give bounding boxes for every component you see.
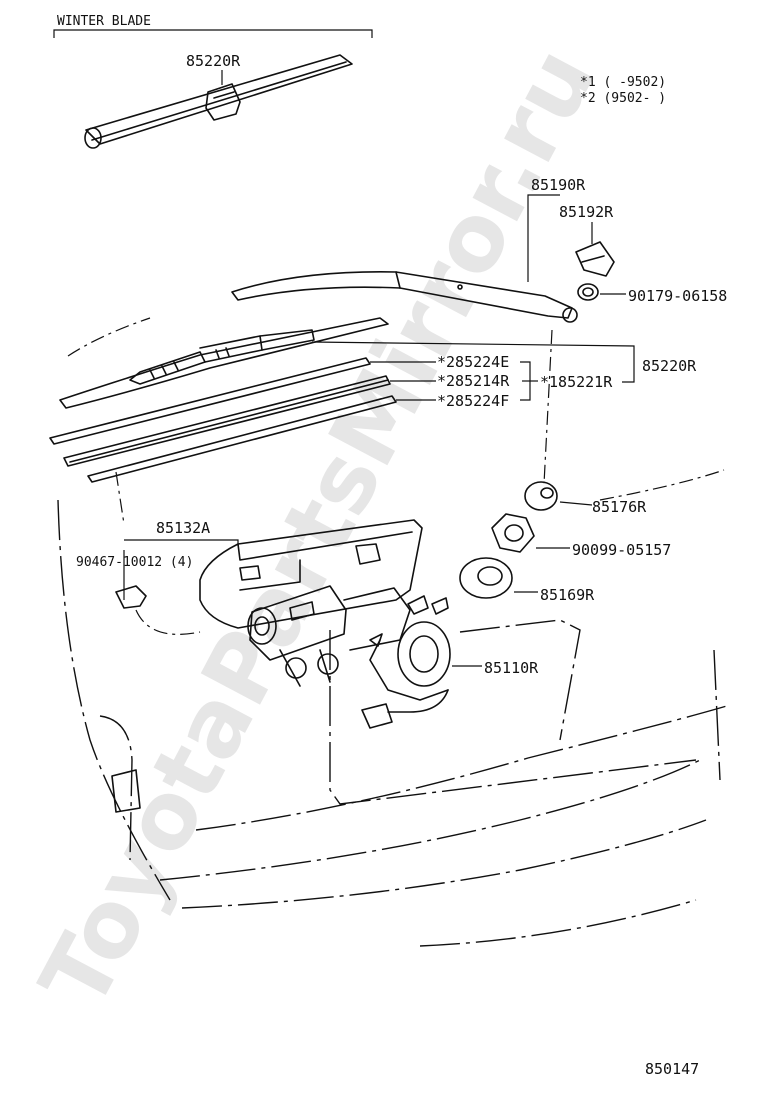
blade-rubber-strips xyxy=(49,357,397,483)
wiper-arm-drawing xyxy=(231,271,578,323)
label-85190R: 85190R xyxy=(531,176,586,194)
legend-line-1: *1 ( -9502) xyxy=(580,75,666,90)
label-85176R: 85176R xyxy=(592,498,647,516)
clip-drawing xyxy=(115,585,147,609)
nut-05157-drawing xyxy=(491,513,535,553)
label-85220R-blade: 85220R xyxy=(642,357,697,375)
watermark: ToyotaPartsMirror.ru xyxy=(20,31,616,1025)
wiper-motor-drawing xyxy=(247,585,451,729)
label-90099-05157: 90099-05157 xyxy=(572,541,671,559)
packing-drawing xyxy=(459,557,513,599)
label-85224E: *285224E xyxy=(437,353,509,371)
label-85110R: 85110R xyxy=(484,659,539,677)
arm-nut-drawing xyxy=(577,283,599,301)
label-85221R: *185221R xyxy=(540,373,613,391)
label-85169R: 85169R xyxy=(540,586,595,604)
legend-line-2: *2 (9502- ) xyxy=(580,91,666,106)
body-outline xyxy=(57,317,731,947)
wiper-blade-drawing xyxy=(59,317,389,409)
label-90467-10012: 90467-10012 (4) xyxy=(76,555,193,570)
label-85132A: 85132A xyxy=(156,519,210,537)
label-85220R-winter: 85220R xyxy=(186,52,241,70)
label-90179-06158: 90179-06158 xyxy=(628,287,727,305)
label-85214R: *285214R xyxy=(437,372,510,390)
label-85192R: 85192R xyxy=(559,203,614,221)
winter-blade-bracket xyxy=(53,29,373,38)
diagram-code: 850147 xyxy=(645,1060,699,1078)
cushion-drawing xyxy=(524,481,558,511)
winter-blade-title: WINTER BLADE xyxy=(57,14,151,29)
arm-cap-drawing xyxy=(575,241,615,277)
cover-drawing xyxy=(199,519,423,629)
label-85224F: *285224F xyxy=(437,392,509,410)
winter-blade-drawing xyxy=(84,54,353,149)
